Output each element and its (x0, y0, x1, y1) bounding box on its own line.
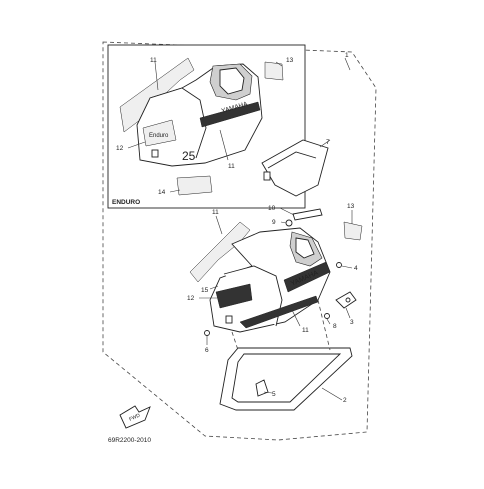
fwd-arrow: FWD (119, 405, 151, 429)
callout-11-inset-bottom: 11 (228, 163, 235, 170)
inset-model-number: 25 (182, 149, 196, 163)
inset-decal-11-left (119, 57, 195, 133)
callout-3: 3 (350, 319, 354, 326)
part-9-grommet (280, 219, 293, 227)
part-6-grommet (204, 330, 210, 345)
callout-2: 2 (343, 397, 347, 404)
part-3-latch (335, 291, 357, 319)
callout-11-inset-top: 11 (150, 57, 157, 64)
callout-13-main: 13 (347, 203, 355, 210)
part-8-bolt (324, 313, 331, 325)
callout-13-inset: 13 (286, 57, 294, 64)
callout-8: 8 (333, 323, 337, 330)
callout-10: 10 (268, 205, 276, 212)
inset-leaders (127, 57, 351, 193)
fwd-label: FWD (128, 412, 141, 422)
part-10-strip (279, 207, 323, 221)
callout-12-inset: 12 (116, 145, 124, 152)
callout-9: 9 (272, 219, 276, 226)
callout-7: 7 (326, 139, 330, 146)
inset-decal-14 (176, 175, 213, 196)
part-13-decal (343, 221, 363, 241)
part-4-screw (336, 262, 353, 269)
main-brand-stripe (283, 261, 331, 293)
inset-decal-13 (264, 61, 284, 81)
inset-decal-12 (142, 119, 177, 147)
inset-label: ENDURO (112, 199, 140, 206)
main-leaders (199, 215, 331, 351)
inset-badge-label: Enduro (149, 133, 169, 139)
callout-4: 4 (354, 265, 358, 272)
main-top-cowling: YAMAHA (189, 221, 331, 333)
callout-11-main-top: 11 (212, 209, 219, 216)
part-2-seal (219, 347, 353, 411)
part-7-cover (261, 139, 331, 197)
callout-14: 14 (158, 189, 166, 196)
assembly-boundary (102, 41, 377, 441)
callout-12-main: 12 (187, 295, 195, 302)
callout-1: 1 (345, 52, 349, 59)
callout-6: 6 (205, 347, 209, 354)
callout-5: 5 (272, 391, 276, 398)
callout-11-main-bottom: 11 (302, 327, 309, 334)
diagram-part-number: 69R2200-2010 (108, 437, 151, 444)
inset-top-cowling: Enduro YAMAHA 25 (119, 57, 284, 196)
callout-15: 15 (201, 287, 209, 294)
part-5-bracket (255, 379, 273, 397)
